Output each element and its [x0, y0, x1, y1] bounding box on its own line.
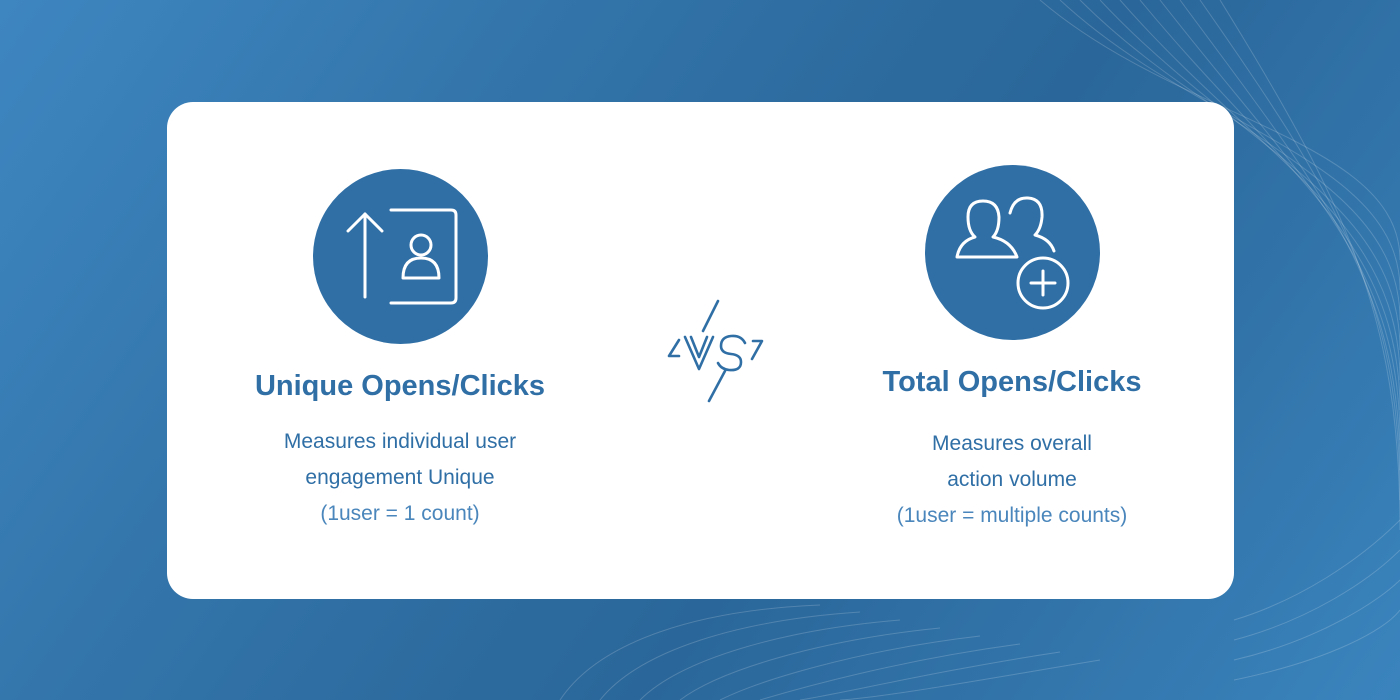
unique-opens-description: Measures individual user engagement Uniq… — [217, 424, 583, 532]
unique-desc-line-2: engagement Unique — [305, 466, 495, 489]
unique-desc-line-3: (1user = 1 count) — [320, 502, 480, 525]
total-opens-title: Total Opens/Clicks — [882, 366, 1142, 398]
users-plus-icon — [925, 165, 1100, 340]
vs-lightning-icon — [665, 299, 765, 403]
unique-opens-title: Unique Opens/Clicks — [254, 370, 546, 402]
comparison-card: Unique Opens/Clicks Measures individual … — [167, 102, 1234, 599]
total-opens-description: Measures overall action volume (1user = … — [829, 426, 1195, 534]
total-desc-line-1: Measures overall — [932, 432, 1092, 455]
user-arrow-up-icon — [313, 169, 488, 344]
total-desc-line-3: (1user = multiple counts) — [896, 504, 1128, 527]
total-desc-line-2: action volume — [947, 468, 1077, 491]
unique-desc-line-1: Measures individual user — [283, 430, 517, 453]
